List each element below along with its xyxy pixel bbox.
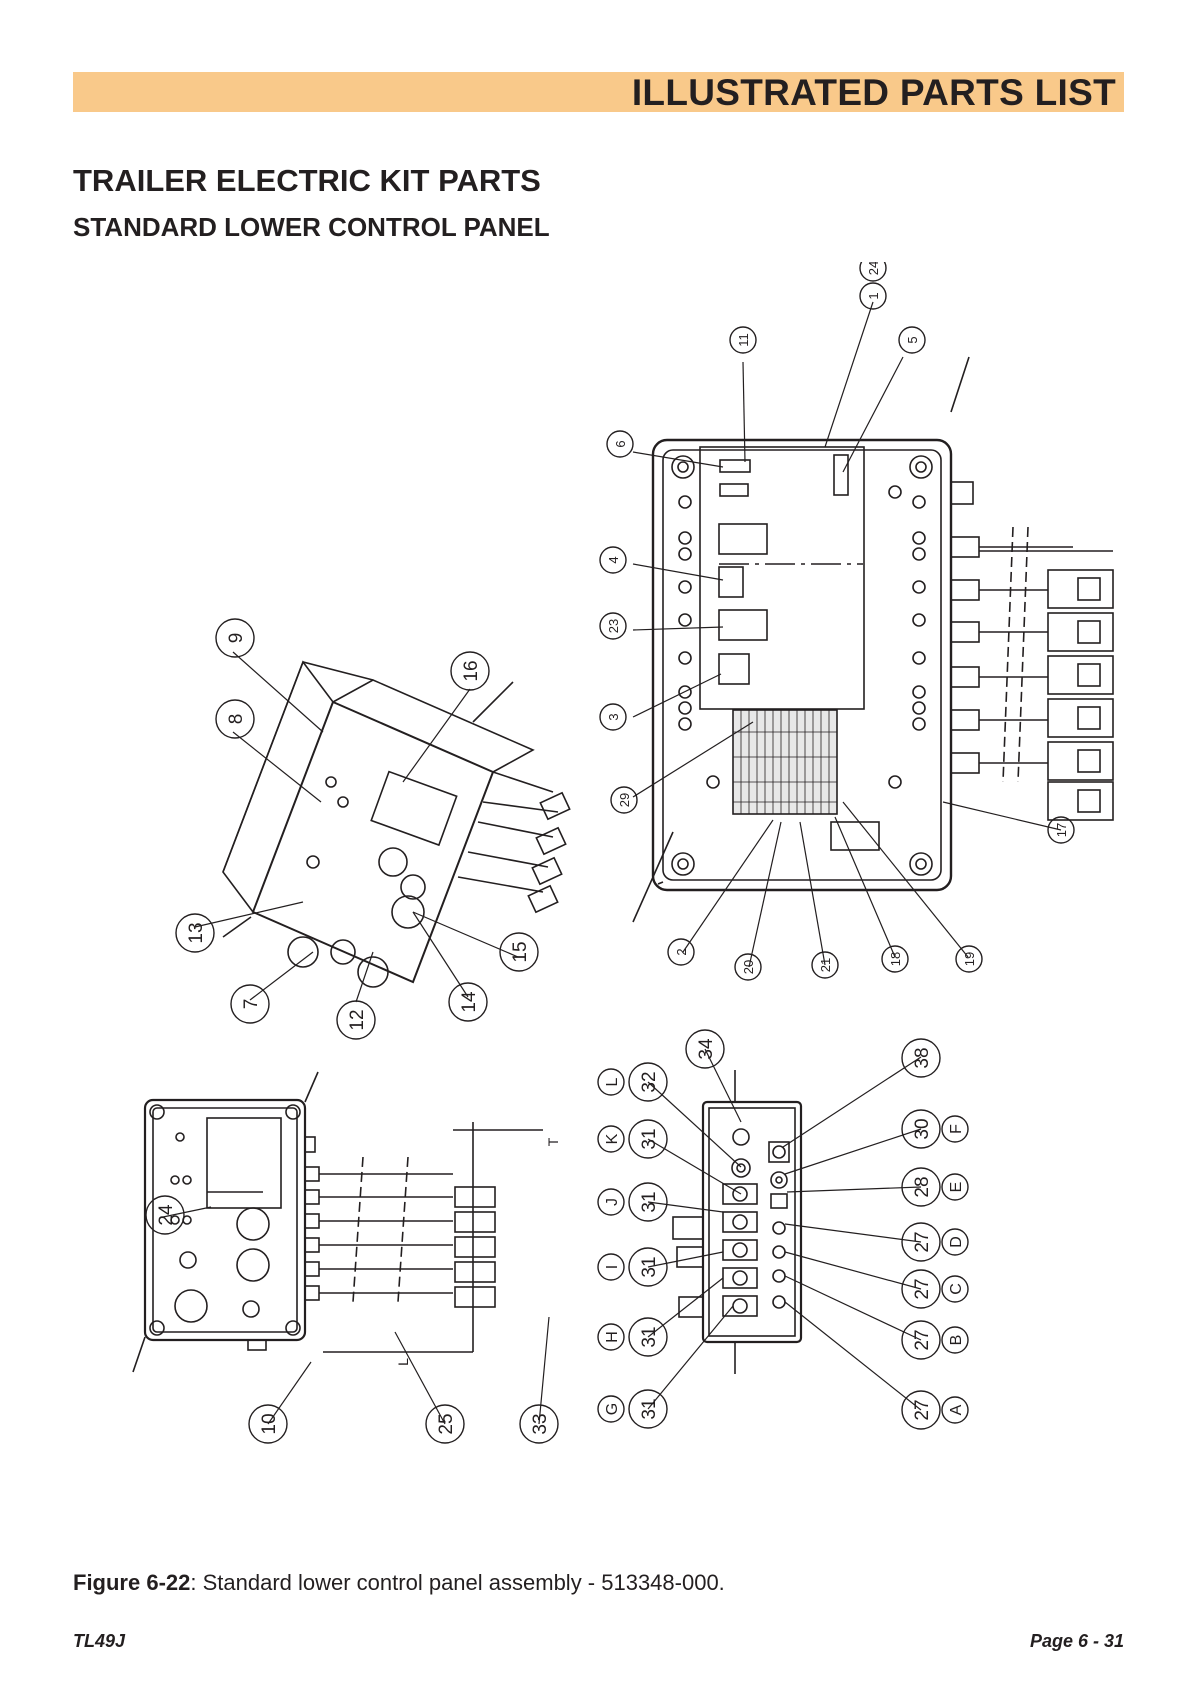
callout-34: 34 (696, 1038, 717, 1060)
callout-labels: 9 8 16 13 7 12 14 15 24 1 11 5 6 4 23 3 … (156, 262, 1069, 1435)
figure-caption-label: Figure 6-22 (73, 1570, 191, 1595)
callout-18: 18 (888, 952, 903, 966)
callout-23: 23 (606, 619, 621, 633)
parts-diagram: 9 8 16 13 7 12 14 15 24 1 11 5 6 4 23 3 … (73, 262, 1124, 1562)
dimension-L: L (395, 1358, 411, 1366)
callout-3: 3 (606, 713, 621, 720)
callout-12: 12 (347, 1009, 368, 1030)
callout-31-k: 31 (639, 1128, 660, 1149)
figure-caption-text: : Standard lower control panel assembly … (190, 1570, 725, 1595)
letter-B: B (948, 1335, 965, 1346)
callout-25: 25 (436, 1413, 457, 1434)
callout-28: 28 (912, 1176, 933, 1197)
callout-21: 21 (818, 958, 833, 972)
letter-K: K (604, 1133, 621, 1144)
letter-A: A (948, 1404, 965, 1415)
leader-lines (162, 301, 1062, 1425)
figure-caption: Figure 6-22: Standard lower control pane… (73, 1570, 725, 1596)
callout-9: 9 (226, 633, 247, 644)
callout-27-c: 27 (912, 1278, 933, 1299)
callout-27-d: 27 (912, 1231, 933, 1252)
callout-8: 8 (226, 714, 247, 725)
enclosure-back-view (132, 1071, 543, 1373)
letter-J: J (604, 1198, 621, 1206)
callout-10: 10 (259, 1413, 280, 1434)
callout-24: 24 (156, 1204, 177, 1226)
callout-19: 19 (962, 952, 977, 966)
letter-C: C (948, 1283, 965, 1295)
callout-13: 13 (186, 922, 207, 943)
callout-15: 15 (510, 941, 531, 962)
callout-31-g: 31 (639, 1398, 660, 1419)
parts-diagram-svg: 9 8 16 13 7 12 14 15 24 1 11 5 6 4 23 3 … (132, 262, 1114, 1444)
section-title: TRAILER ELECTRIC KIT PARTS (73, 163, 541, 198)
callout-7: 7 (241, 999, 262, 1010)
letter-D: D (948, 1236, 965, 1248)
callout-1: 1 (866, 292, 881, 299)
section-subtitle: STANDARD LOWER CONTROL PANEL (73, 212, 550, 242)
callout-27-b: 27 (912, 1329, 933, 1350)
callout-4: 4 (606, 556, 621, 563)
letter-L: L (604, 1077, 621, 1086)
callout-33: 33 (530, 1413, 551, 1434)
callout-circles (145, 262, 1075, 1444)
callout-31-h: 31 (639, 1326, 660, 1347)
callout-31-i: 31 (639, 1256, 660, 1277)
header-band: ILLUSTRATED PARTS LIST (73, 72, 1124, 113)
callout-2: 2 (674, 948, 689, 955)
dimension-T: T (545, 1137, 561, 1146)
enclosure-side-view (672, 1070, 803, 1374)
page-header-title: ILLUSTRATED PARTS LIST (631, 72, 1116, 113)
footer-page-number: Page 6 - 31 (1029, 1631, 1124, 1651)
callout-20: 20 (741, 960, 756, 974)
callout-29: 29 (617, 793, 632, 807)
callout-27-a: 27 (912, 1399, 933, 1420)
letter-I: I (604, 1265, 621, 1269)
letter-G: G (604, 1403, 621, 1415)
callout-31-j: 31 (639, 1191, 660, 1212)
enclosure-isometric-view (222, 660, 571, 988)
callout-14: 14 (459, 991, 480, 1013)
footer-model: TL49J (73, 1631, 126, 1651)
letter-E: E (948, 1182, 965, 1193)
callout-11: 11 (736, 333, 751, 347)
callout-38: 38 (912, 1047, 933, 1068)
callout-24-top: 24 (866, 262, 881, 275)
letter-F: F (948, 1124, 965, 1134)
letter-H: H (604, 1331, 621, 1343)
callout-5: 5 (905, 336, 920, 343)
callout-6: 6 (613, 440, 628, 447)
callout-32: 32 (639, 1071, 660, 1092)
callout-16: 16 (461, 660, 482, 681)
enclosure-open-view (632, 356, 1114, 923)
callout-30: 30 (912, 1118, 933, 1139)
callout-17: 17 (1054, 823, 1069, 837)
